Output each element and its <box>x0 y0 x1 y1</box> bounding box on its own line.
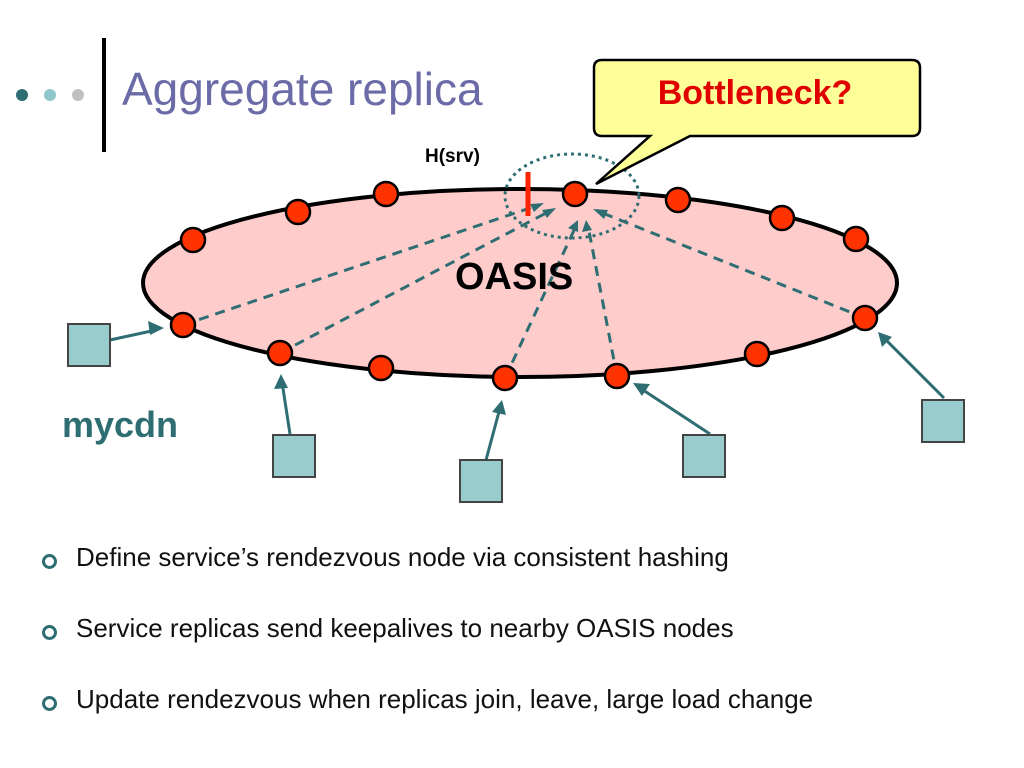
oasis-node <box>842 225 870 253</box>
bullet-list: Define service’s rendezvous node via con… <box>40 542 813 755</box>
arrowhead <box>582 220 592 232</box>
replica-arrowheads <box>148 321 892 415</box>
decor-dot <box>44 89 56 101</box>
oasis-node <box>179 226 207 254</box>
callout-bubble <box>592 58 922 186</box>
service-replica <box>459 459 503 503</box>
bullet-item: Define service’s rendezvous node via con… <box>40 542 813 613</box>
keepalive-line <box>503 225 578 379</box>
arrowhead <box>568 220 578 232</box>
bullet-text: Service replicas send keepalives to near… <box>76 613 734 643</box>
replica-arrows <box>109 328 946 461</box>
oasis-node <box>367 354 395 382</box>
arrowhead <box>274 374 288 389</box>
arrowhead <box>633 383 650 396</box>
oasis-node <box>266 339 294 367</box>
keepalive-line <box>599 210 866 320</box>
keepalive-line <box>586 225 619 377</box>
arrowhead <box>530 203 544 212</box>
oasis-node <box>491 364 519 392</box>
service-replica <box>272 434 316 478</box>
bottleneck-callout <box>592 58 922 186</box>
arrowhead <box>593 209 608 219</box>
arrowhead <box>492 400 506 415</box>
replica-arrow <box>639 386 711 436</box>
keepalive-lines <box>182 204 866 379</box>
replica-arrow <box>280 381 292 435</box>
hash-label: H(srv) <box>425 146 480 167</box>
arrowhead <box>148 321 164 335</box>
rendezvous-highlight <box>503 152 641 240</box>
oasis-ring <box>141 187 899 379</box>
oasis-node <box>768 204 796 232</box>
oasis-node <box>851 304 879 332</box>
service-replica <box>921 399 965 443</box>
bullet-item: Service replicas send keepalives to near… <box>40 613 813 684</box>
replica-arrow <box>109 328 157 342</box>
client-label: mycdn <box>62 404 179 445</box>
decor-dot <box>16 89 28 101</box>
callout-text: Bottleneck? <box>657 74 853 112</box>
replica-arrow <box>882 336 946 400</box>
replica-boxes <box>67 323 965 503</box>
oasis-node <box>743 340 771 368</box>
bullet-text: Update rendezvous when replicas join, le… <box>76 684 814 714</box>
bullet-icon <box>42 554 57 569</box>
keepalive-line <box>182 204 537 327</box>
bullet-icon <box>42 625 57 640</box>
arrowhead <box>878 332 892 347</box>
replica-arrow <box>484 407 502 461</box>
slide-title: Aggregate replica <box>122 63 483 115</box>
oasis-node <box>284 198 312 226</box>
oasis-node <box>664 186 692 214</box>
oasis-nodes <box>169 180 879 392</box>
service-replica <box>682 434 726 478</box>
bullet-item: Update rendezvous when replicas join, le… <box>40 684 813 755</box>
arrowhead <box>542 208 556 218</box>
rendezvous-node <box>561 180 589 208</box>
ring-label: OASIS <box>455 256 574 298</box>
oasis-node <box>372 180 400 208</box>
oasis-node <box>603 362 631 390</box>
title-decoration <box>16 38 106 152</box>
bullet-text: Define service’s rendezvous node via con… <box>76 542 729 572</box>
decor-dot <box>72 89 84 101</box>
service-replica <box>67 323 111 367</box>
oasis-node <box>169 311 197 339</box>
keepalive-arrowheads <box>530 203 608 232</box>
bullet-icon <box>42 696 57 711</box>
